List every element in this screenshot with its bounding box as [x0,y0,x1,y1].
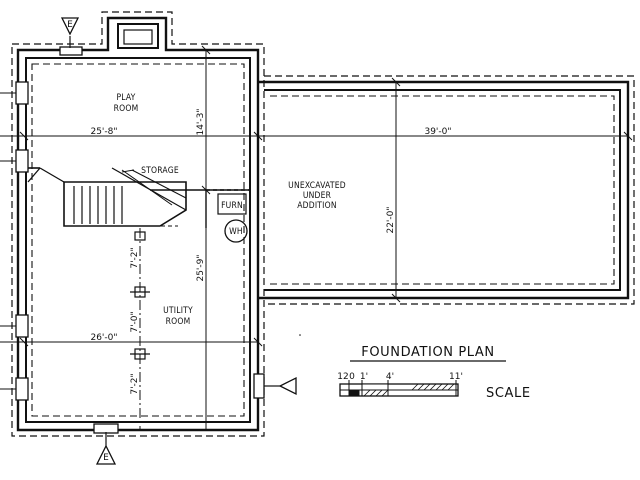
dimension-lines [0,45,633,430]
unexcavated-label-3: ADDITION [297,201,337,211]
interior-partitions [26,167,250,243]
basement-stairs [27,167,187,227]
utility-room-label-2: ROOM [166,317,191,327]
svg-text:E: E [103,453,109,463]
play-room-label-2: ROOM [114,104,139,114]
opening-leaders [0,92,16,390]
scale-tick-2: 1' [360,372,368,382]
section-marker-bottom: E [95,432,117,465]
dim-play-room-width: 25'-8" [90,127,117,137]
scale-tick-1: 0 [349,372,355,382]
dim-addition-depth: 22'-0" [386,206,396,233]
dim-utility-depth: 25'-9" [196,254,206,281]
play-room-label-1: PLAY [116,93,135,103]
unexcavated-label-1: UNEXCAVATED [288,181,346,191]
storage-label: STORAGE [141,166,179,176]
dim-column-spacing-1: 7'-2" [130,247,140,268]
dim-column-spacing-3: 7'-2" [130,373,140,394]
dim-overall-width: 26'-0" [90,333,117,343]
unexcavated-label-2: UNDER [303,191,332,201]
dim-column-spacing-2: 7'-0" [130,311,140,332]
dim-addition-width: 39'-0" [424,127,451,137]
scale-bar [339,380,459,397]
scale-tick-3: 4' [386,372,394,382]
water-heater-label: WH [229,227,243,237]
pier-columns [130,231,150,360]
dim-play-room-depth: 14'-3" [196,108,206,135]
scale-label: SCALE [486,386,531,401]
section-marker-right [264,376,297,396]
scale-tick-0: 12 [337,372,348,382]
addition-walls [258,75,635,305]
main-foundation-walls [11,11,265,437]
svg-text:E: E [67,20,73,30]
plan-title: FOUNDATION PLAN [361,345,494,360]
scale-tick-4: 11' [449,372,463,382]
furnace-label: FURN [221,201,243,211]
section-marker-top: E [60,17,80,48]
utility-room-label-1: UTILITY [163,306,193,316]
